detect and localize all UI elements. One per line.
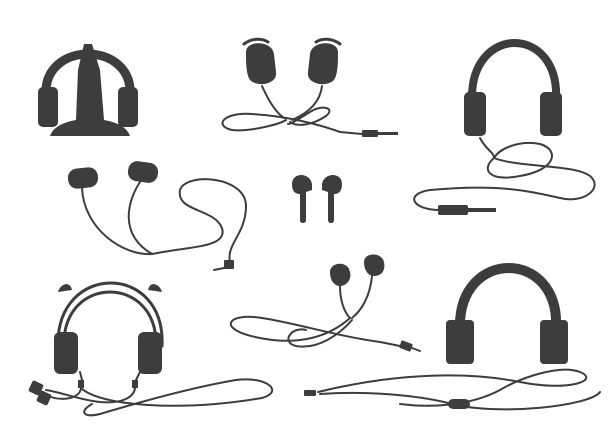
headphones-on-stand-icon	[38, 44, 138, 136]
wired-headphones-icon	[413, 39, 596, 215]
headset-with-microphone-icon	[28, 281, 274, 417]
earbuds-icon	[229, 254, 421, 352]
headphones-with-remote-cord-icon	[304, 263, 601, 411]
wireless-earbuds-icon	[292, 175, 342, 223]
earbuds-with-jack-icon	[221, 37, 398, 137]
in-ear-earphones-icon	[67, 161, 247, 271]
